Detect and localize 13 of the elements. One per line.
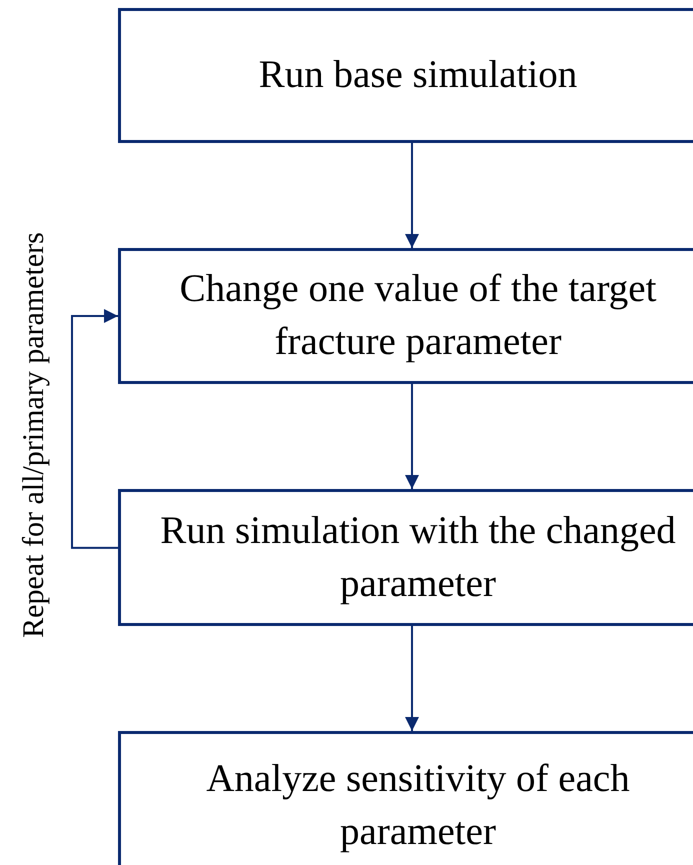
arrow [71,309,118,549]
edge-label: Repeat for all/primary parameters [17,232,51,638]
step-text: Run base simulation [258,52,578,98]
arrow [405,626,419,731]
process-box [118,489,693,626]
process-box [118,8,693,143]
process-box [118,731,693,865]
arrow [405,143,419,248]
step-text: Change one value of the target fracture parameter [178,266,658,365]
process-box [118,248,693,384]
step-text: Analyze sensitivity of each parameter [205,756,631,855]
arrow [405,384,419,489]
step-text: Run simulation with the changed parameter [159,508,677,606]
